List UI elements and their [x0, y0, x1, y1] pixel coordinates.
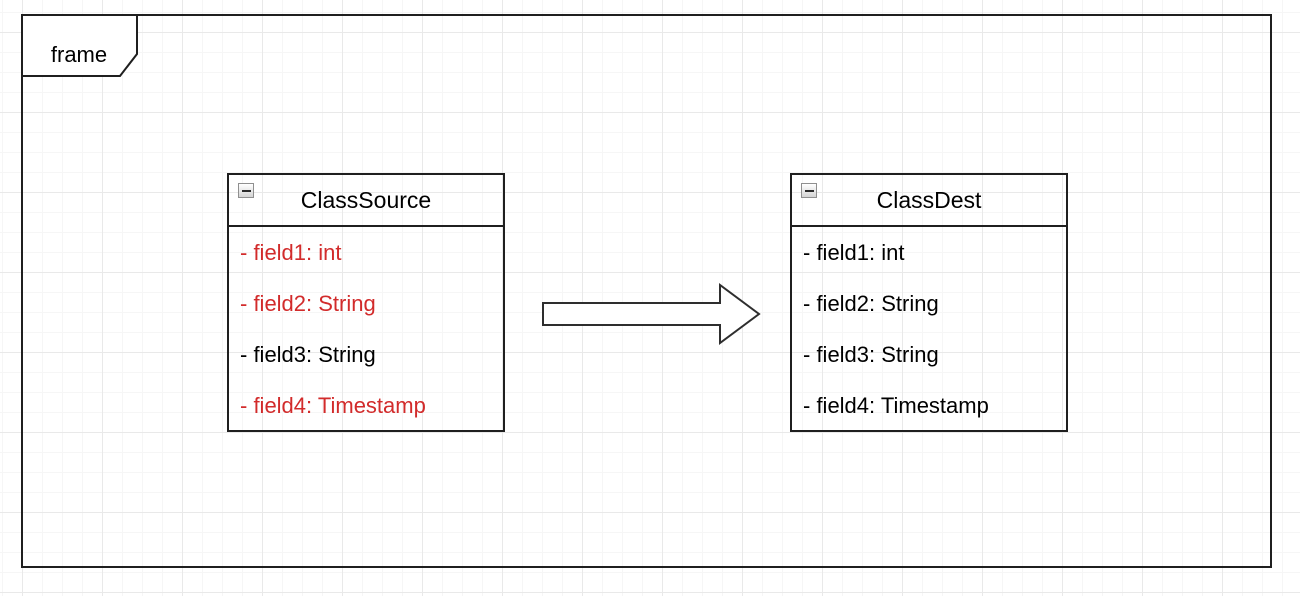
class-title-bar: ClassDest: [792, 175, 1066, 227]
minus-icon: [804, 189, 814, 192]
class-fields-section: - field1: int - field2: String - field3:…: [792, 227, 1066, 431]
class-field[interactable]: - field4: Timestamp: [792, 380, 1066, 431]
class-field-label: - field2: String: [240, 290, 376, 316]
class-field[interactable]: - field1: int: [229, 227, 503, 278]
collapse-button[interactable]: [238, 183, 254, 198]
class-name: ClassDest: [876, 186, 982, 213]
class-field-label: - field3: String: [240, 341, 376, 367]
class-box-dest[interactable]: ClassDest - field1: int - field2: String…: [790, 173, 1068, 432]
class-field[interactable]: - field2: String: [229, 278, 503, 329]
class-fields-section: - field1: int - field2: String - field3:…: [229, 227, 503, 431]
class-field[interactable]: - field3: String: [229, 329, 503, 380]
class-field-label: - field4: Timestamp: [803, 392, 989, 418]
class-field-label: - field4: Timestamp: [240, 392, 426, 418]
frame-label-shape: [21, 14, 138, 77]
class-field[interactable]: - field3: String: [792, 329, 1066, 380]
class-box-source[interactable]: ClassSource - field1: int - field2: Stri…: [227, 173, 505, 432]
class-field-label: - field1: int: [240, 239, 342, 265]
class-title-bar: ClassSource: [229, 175, 503, 227]
minus-icon: [241, 189, 251, 192]
class-field[interactable]: - field4: Timestamp: [229, 380, 503, 431]
class-name: ClassSource: [300, 186, 432, 213]
frame-label-text: frame: [51, 42, 107, 67]
arrow-shape[interactable]: [542, 283, 761, 345]
class-field-label: - field3: String: [803, 341, 939, 367]
frame-label[interactable]: frame: [21, 14, 140, 77]
class-field-label: - field2: String: [803, 290, 939, 316]
collapse-button[interactable]: [801, 183, 817, 198]
class-field-label: - field1: int: [803, 239, 905, 265]
class-field[interactable]: - field1: int: [792, 227, 1066, 278]
frame-border[interactable]: [21, 14, 1272, 568]
class-field[interactable]: - field2: String: [792, 278, 1066, 329]
transform-arrow[interactable]: [541, 283, 763, 347]
